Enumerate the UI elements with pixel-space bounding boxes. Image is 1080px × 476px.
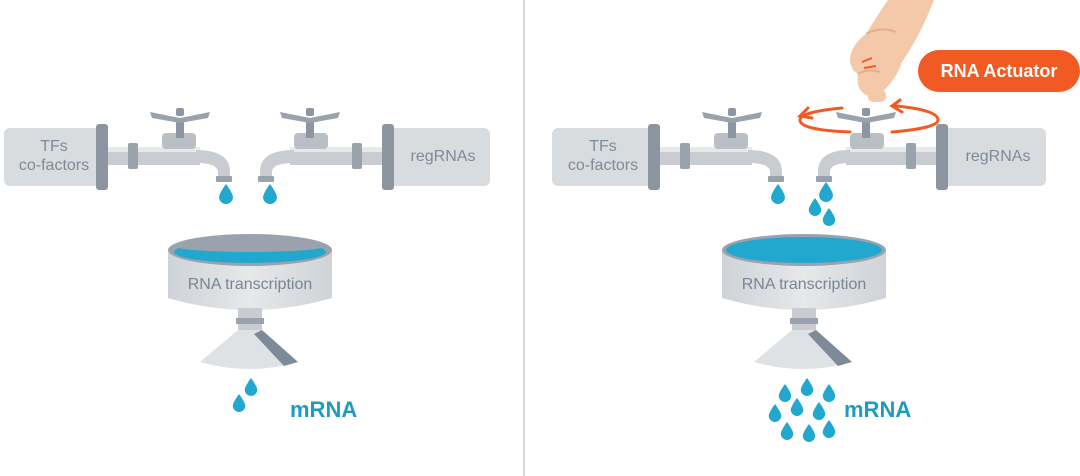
tfs-pipe-label: TFs co-factors	[552, 137, 654, 175]
water-drop-icon	[244, 378, 258, 396]
mrna-label: mRNA	[290, 397, 358, 422]
water-drop-icon	[822, 384, 836, 402]
tfs-pipe	[4, 124, 108, 190]
water-drop-icon	[800, 378, 814, 396]
water-drop-icon	[808, 198, 822, 216]
left-panel-graphics	[4, 108, 490, 412]
water-drop-icon	[219, 184, 233, 204]
water-drop-icon	[802, 424, 816, 442]
right-panel-graphics	[552, 0, 1046, 442]
water-drop-icon	[780, 422, 794, 440]
faucet-icon	[660, 108, 784, 182]
tfs-label: TFs	[40, 138, 68, 155]
regrnas-pipe	[382, 124, 490, 190]
funnel-basin-icon	[722, 234, 886, 369]
rna-transcription-label: RNA transcription	[187, 276, 313, 293]
water-drop-icon	[819, 182, 833, 202]
water-drop-icon	[771, 184, 785, 204]
water-drop-icon	[812, 402, 826, 420]
rna-actuator-badge: RNA Actuator	[918, 50, 1080, 92]
tfs-pipe	[552, 124, 660, 190]
water-drop-icon	[790, 398, 804, 416]
faucet-icon	[108, 108, 232, 182]
water-drop-icon	[263, 184, 277, 204]
co-factors-label: co-factors	[18, 157, 90, 174]
mrna-drops	[768, 378, 836, 442]
tfs-pipe-label: TFs co-factors	[4, 137, 104, 175]
water-drop-icon	[768, 404, 782, 422]
water-drop-icon	[232, 394, 246, 412]
hand-icon	[850, 0, 934, 102]
rna-transcription-label: RNA transcription	[741, 276, 867, 293]
water-drop-icon	[822, 420, 836, 438]
faucet-icon	[816, 108, 936, 182]
regrnas-pipe	[936, 124, 1046, 190]
rotation-arrows-icon	[796, 98, 940, 134]
regrnas-pipe-label: regRNAs	[410, 148, 476, 165]
co-factors-label: co-factors	[567, 157, 639, 174]
regrnas-pipe-label: regRNAs	[965, 148, 1031, 165]
water-drop-icon	[778, 384, 792, 402]
faucet-icon	[258, 108, 382, 182]
water-drop-icon	[822, 208, 836, 226]
tfs-label: TFs	[589, 138, 617, 155]
mrna-label: mRNA	[844, 397, 912, 422]
funnel-basin-icon	[168, 234, 332, 369]
